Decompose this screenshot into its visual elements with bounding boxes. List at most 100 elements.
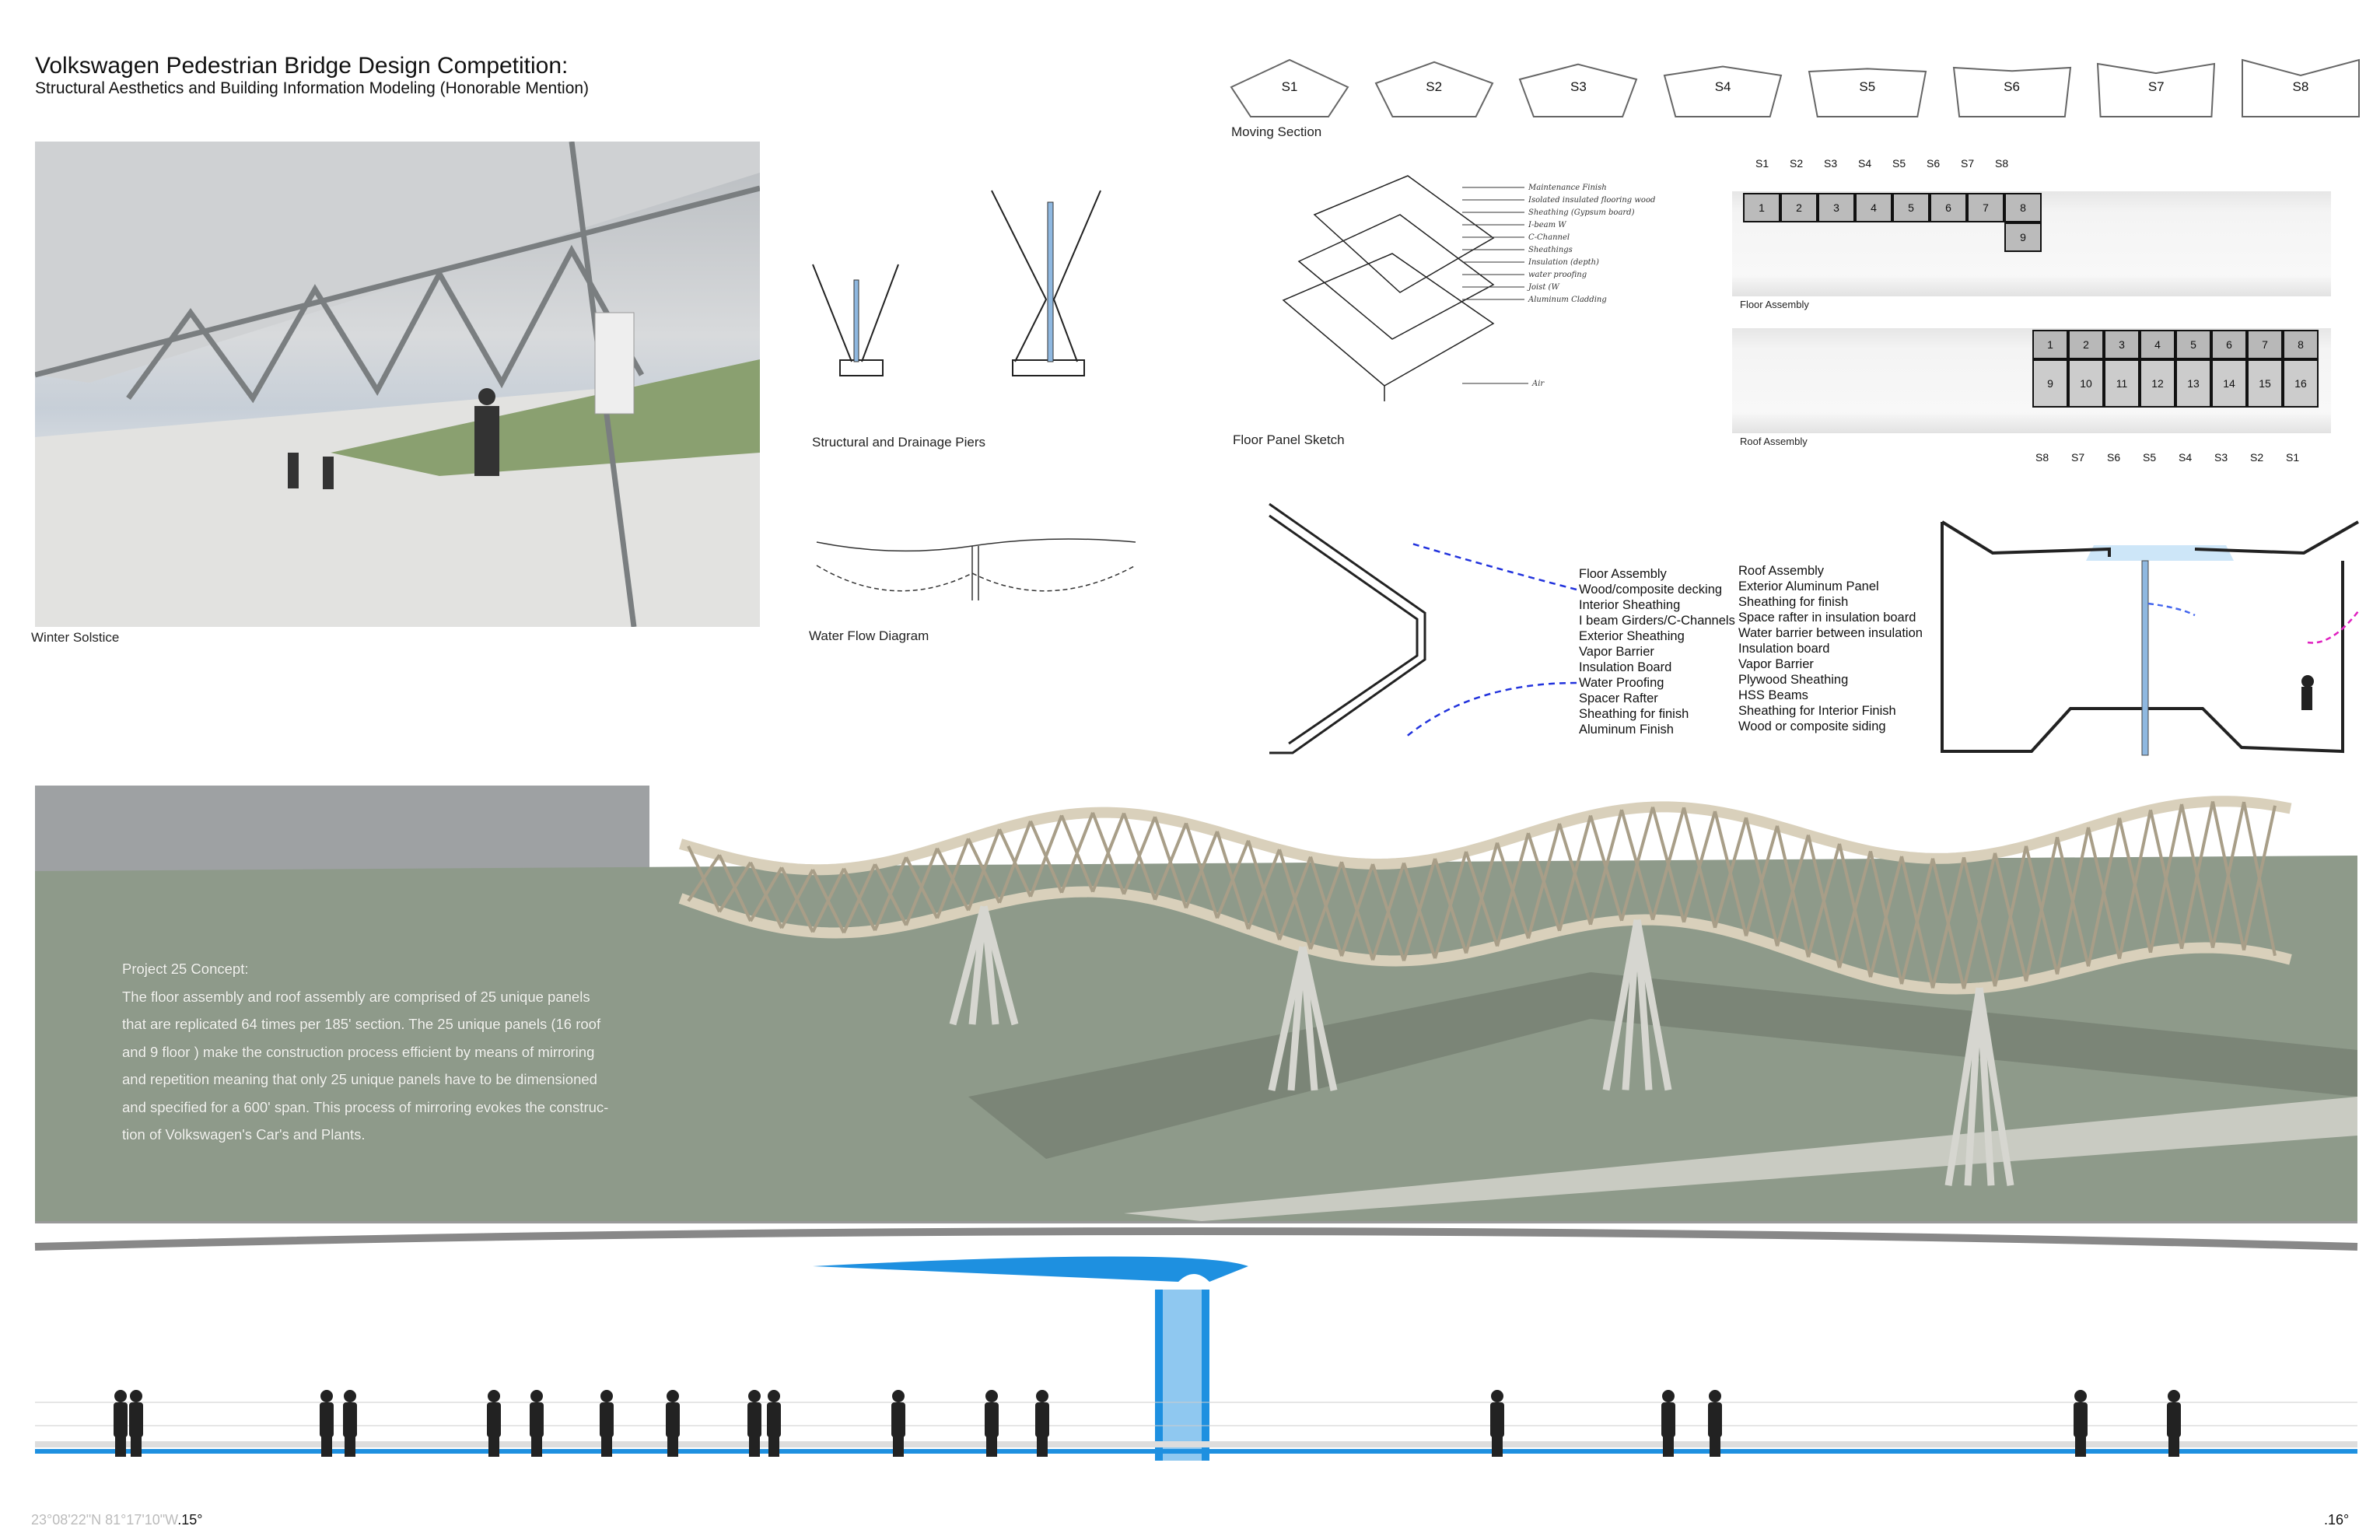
- airflow-arrow: [2307, 611, 2359, 644]
- person-silhouette: [487, 1390, 501, 1457]
- truss-member: [718, 861, 752, 913]
- truss-member: [1122, 816, 1157, 895]
- section-s8: S8: [2238, 56, 2363, 126]
- coords-text: 23°08'22"N 81°17'10"W: [31, 1512, 178, 1528]
- truss-member: [1278, 856, 1312, 940]
- sketch-note: Isolated insulated flooring wood: [1528, 196, 1655, 205]
- section-s4: S4: [1661, 56, 1785, 126]
- section-marker: S2: [2250, 451, 2264, 464]
- section-s5: S5: [1805, 56, 1930, 126]
- person-silhouette: [2074, 1390, 2088, 1457]
- pier-leg: [1622, 919, 1641, 1090]
- roof-panel: 8: [2283, 330, 2319, 359]
- concept-line: and 9 floor ) make the construction proc…: [122, 1043, 595, 1060]
- floor-panel: 3: [1818, 193, 1855, 222]
- person-silhouette: [985, 1390, 999, 1457]
- roof-panel: 6: [2211, 330, 2247, 359]
- section-marker: S3: [1824, 157, 1838, 170]
- floor-panel: 6: [1930, 193, 1967, 222]
- concept-line: that are replicated 64 times per 185' se…: [122, 1016, 601, 1032]
- truss-member: [1900, 858, 1934, 985]
- roof-panel: 12: [2140, 359, 2175, 408]
- truss-member: [873, 856, 908, 931]
- legend-item: Insulation board: [1738, 642, 1830, 656]
- sketch-note: Joist (W: [1527, 283, 1559, 292]
- truss-member: [967, 828, 1001, 912]
- truss-member: [1745, 825, 1779, 936]
- section-marker: S7: [1961, 157, 1975, 170]
- truss-member: [1682, 810, 1717, 923]
- truss-member: [1962, 852, 1997, 989]
- floor-assembly-label: Floor Assembly: [1740, 299, 1809, 310]
- roof-assembly-label: Roof Assembly: [1740, 436, 1808, 447]
- truss-bottom-chord: [678, 886, 2292, 995]
- legend-item: Exterior Sheathing: [1579, 629, 1685, 643]
- airflow-arrow: [2147, 602, 2196, 617]
- section-label: S7: [2147, 79, 2165, 94]
- interior-perspective-drawing: [35, 142, 760, 627]
- truss-member: [1838, 850, 1872, 968]
- page-title: Volkswagen Pedestrian Bridge Design Comp…: [35, 53, 569, 79]
- floor-panel: 8: [2004, 193, 2042, 222]
- section-marker: S5: [2143, 451, 2157, 464]
- legend-item: Wood/composite decking: [1579, 583, 1723, 597]
- section-s1: S1: [1227, 56, 1352, 126]
- truss-member: [2180, 801, 2214, 950]
- section-marker: S8: [1995, 157, 2009, 170]
- airflow-arrow: [1409, 541, 1577, 591]
- moving-section-caption: Moving Section: [1231, 124, 1322, 139]
- truss-member: [1869, 856, 1903, 978]
- roof-panel: 13: [2175, 359, 2211, 408]
- sketch-note: Insulation (depth): [1528, 258, 1599, 267]
- floor-assembly-section-detail: [1269, 502, 1577, 754]
- legend-item: I beam Girders/C-Channels: [1579, 614, 1735, 628]
- truss-member: [780, 869, 814, 929]
- sketch-note: water proofing: [1528, 271, 1587, 279]
- truss-member: [1247, 849, 1281, 930]
- person-silhouette: [114, 1390, 128, 1457]
- roof-panel: 10: [2068, 359, 2104, 408]
- interior-render: [35, 142, 760, 627]
- person-silhouette: [343, 1390, 357, 1457]
- truss-member: [1185, 831, 1219, 909]
- section-marker: S2: [1790, 157, 1804, 170]
- right-angle: .16°: [2324, 1512, 2350, 1528]
- legend-item: Vapor Barrier: [1579, 645, 1654, 659]
- legend-item: HSS Beams: [1738, 688, 1808, 702]
- truss-member: [842, 863, 877, 934]
- concept-line: and specified for a 600' span. This proc…: [122, 1098, 609, 1115]
- floor-panel: 1: [1743, 193, 1780, 222]
- truss-member: [1651, 807, 1685, 921]
- section-marker: S6: [2107, 451, 2121, 464]
- section-label: S2: [1426, 79, 1443, 94]
- legend-item: Roof Assembly: [1738, 564, 1825, 578]
- structural-piers-drawing: [812, 190, 1101, 376]
- floor-panel: 4: [1855, 193, 1892, 222]
- person-silhouette: [320, 1390, 334, 1457]
- roof-panel: 1: [2032, 330, 2068, 359]
- section-marker: S7: [2071, 451, 2085, 464]
- concept-text-block: Project 25 Concept: The floor assembly a…: [122, 955, 682, 1149]
- person-silhouette: [129, 1390, 143, 1457]
- pier-leg: [1299, 946, 1338, 1091]
- bridge-elevation: [34, 1221, 2358, 1465]
- section-label: S8: [2292, 79, 2309, 94]
- water-flow-caption: Water Flow Diagram: [809, 628, 929, 643]
- truss-member: [1993, 845, 2028, 987]
- truss-member: [1433, 851, 1468, 959]
- truss-member: [1091, 812, 1125, 893]
- section-marker: S6: [1927, 157, 1941, 170]
- person-silhouette: [747, 1390, 761, 1457]
- airflow-arrow: [1405, 681, 1577, 738]
- truss-member: [1620, 807, 1654, 922]
- truss-member: [2025, 836, 2059, 982]
- legend-item: Sheathing for finish: [1738, 595, 1849, 609]
- section-label: S5: [1859, 79, 1876, 94]
- truss-member: [1589, 809, 1623, 926]
- sketch-note: I-beam W: [1528, 221, 1566, 229]
- legend-item: Vapor Barrier: [1738, 657, 1814, 671]
- person-silhouette: [1661, 1390, 1675, 1457]
- truss-member: [1340, 863, 1374, 957]
- pier-leg: [1964, 987, 1983, 1186]
